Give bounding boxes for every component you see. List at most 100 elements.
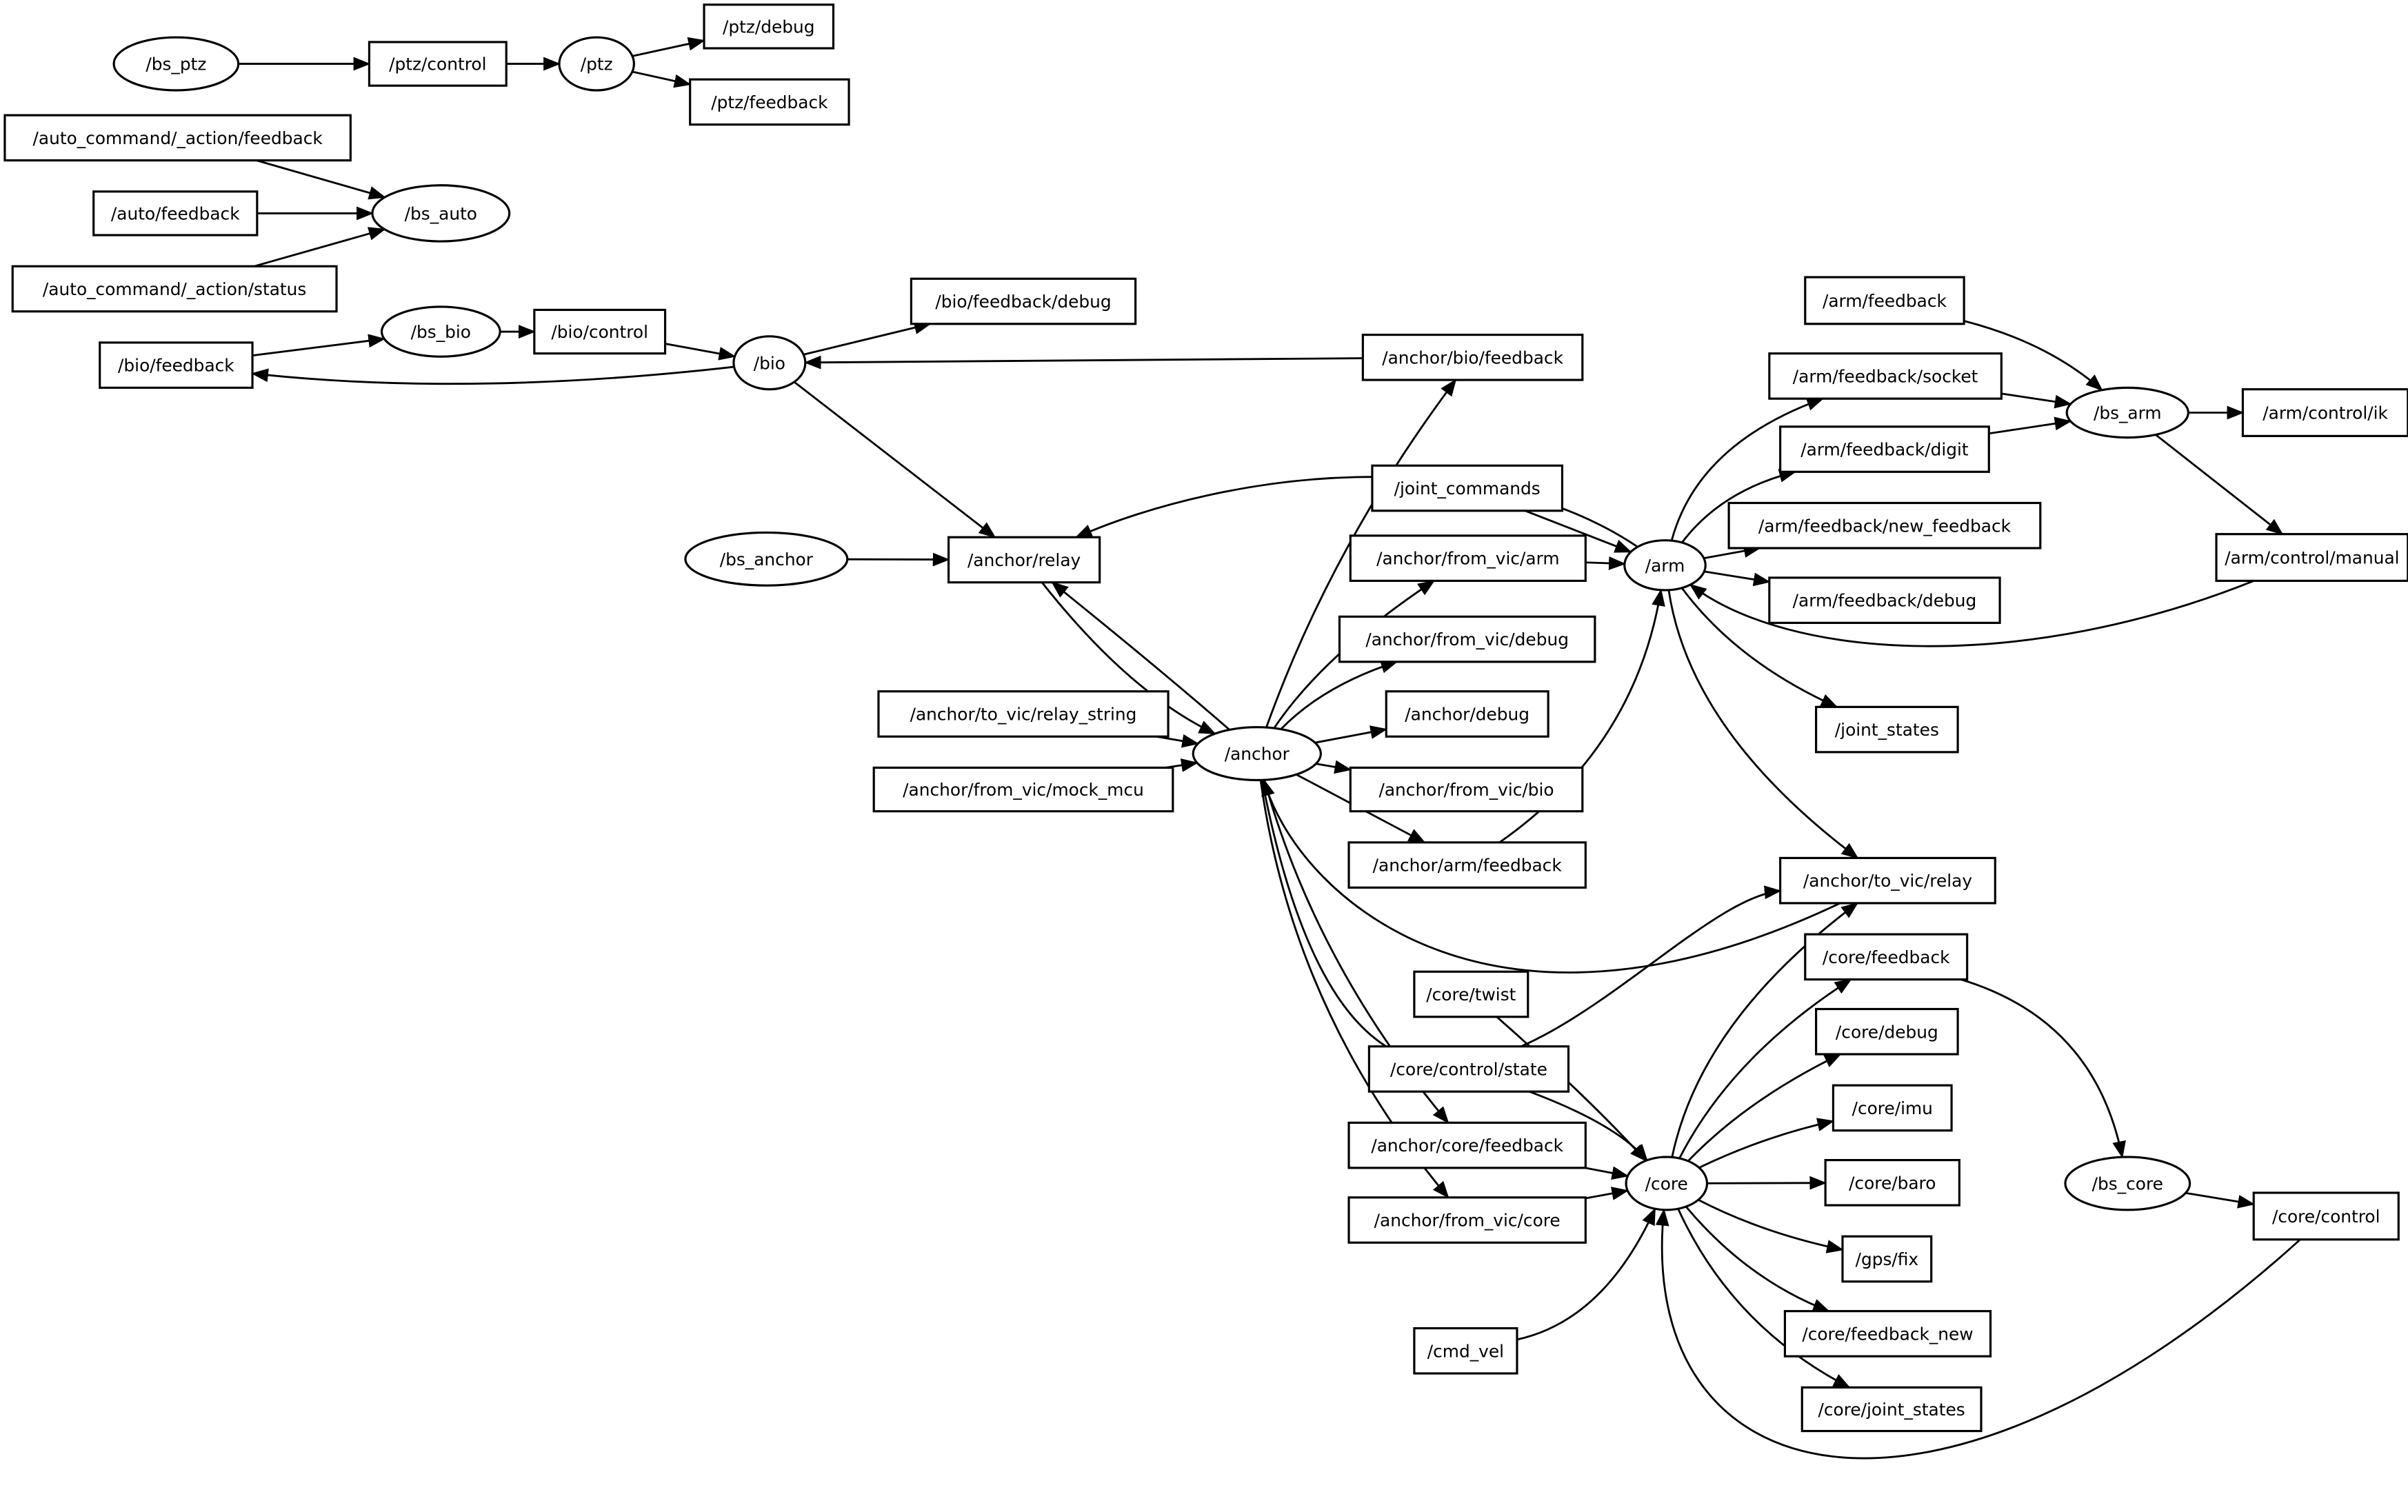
topic-joint-commands: /joint_commands xyxy=(1371,464,1564,512)
topic-label-anchor-to-vic-relay: /anchor/to_vic/relay xyxy=(1803,871,1972,891)
topic-label-anchor-relay: /anchor/relay xyxy=(967,550,1081,570)
topic-ptz-debug: /ptz/debug xyxy=(703,3,835,50)
topic-box-core-feedback-new xyxy=(1783,1310,1992,1358)
topic-label-joint-commands: /joint_commands xyxy=(1394,478,1541,498)
edge-core-to-core-imu xyxy=(1698,1118,1835,1169)
topic-box-anchor-bio-feedback xyxy=(1361,333,1584,381)
edge-arm-feedback-to-bs-arm xyxy=(1963,320,2103,392)
node-bio: /bio xyxy=(732,335,807,391)
node-ptz: /ptz xyxy=(558,36,635,92)
topic-box-anchor-from-vic-debug xyxy=(1338,615,1596,663)
node-label-bs-bio: /bs_bio xyxy=(411,322,471,342)
topic-box-ptz-debug xyxy=(703,3,835,50)
edge-anchor-to-anchor-debug xyxy=(1314,725,1388,744)
topic-box-bio-feedback xyxy=(99,341,254,389)
topic-core-joint-states: /core/joint_states xyxy=(1800,1386,1983,1433)
topic-cmd-vel: /cmd_vel xyxy=(1413,1327,1518,1375)
topic-label-anchor-from-vic-core: /anchor/from_vic/core xyxy=(1374,1211,1561,1231)
node-bs-core: /bs_core xyxy=(2064,1156,2191,1211)
topic-box-core-twist xyxy=(1413,970,1529,1018)
topic-box-gps-fix xyxy=(1841,1235,1933,1283)
topic-label-anchor-bio-feedback: /anchor/bio/feedback xyxy=(1382,347,1563,367)
edge-arm-to-arm-feedback-new-feedback xyxy=(1703,544,1761,560)
topic-label-arm-control-ik: /arm/control/ik xyxy=(2262,403,2388,423)
topic-label-arm-feedback: /arm/feedback xyxy=(1823,291,1947,311)
edge-anchor-relay-to-anchor xyxy=(1041,581,1216,735)
node-label-anchor: /anchor xyxy=(1225,744,1290,764)
edge-core-to-core-feedback xyxy=(1678,978,1852,1159)
edge-anchor-to-vic-relay-to-anchor xyxy=(1261,778,1841,974)
topic-label-auto-command-action-status: /auto_command/_action/status xyxy=(43,279,306,299)
node-ellipse-bs-ptz xyxy=(112,36,240,92)
topic-label-core-feedback: /core/feedback xyxy=(1823,947,1950,967)
node-ellipse-arm xyxy=(1623,539,1707,592)
edge-arm-to-anchor-relay xyxy=(1074,476,1638,548)
edge-anchor-to-anchor-to-vic-relay xyxy=(1261,780,1782,1065)
topic-core-feedback-new: /core/feedback_new xyxy=(1783,1310,1992,1358)
topic-anchor-from-vic-core: /anchor/from_vic/core xyxy=(1347,1196,1587,1244)
topic-anchor-core-feedback: /anchor/core/feedback xyxy=(1347,1121,1587,1169)
topic-box-arm-feedback-digit xyxy=(1779,425,1990,473)
topic-box-anchor-to-vic-relay xyxy=(1779,856,1996,905)
topic-label-ptz-control: /ptz/control xyxy=(389,54,486,74)
topic-box-anchor-from-vic-bio xyxy=(1349,766,1584,813)
topic-label-anchor-from-vic-bio: /anchor/from_vic/bio xyxy=(1378,780,1554,800)
edge-bio-feedback-to-bs-bio xyxy=(252,334,386,357)
node-ellipse-anchor xyxy=(1192,726,1322,782)
topic-arm-feedback: /arm/feedback xyxy=(1804,276,1965,325)
topic-auto-command-action-status: /auto_command/_action/status xyxy=(11,265,338,313)
node-bs-bio: /bs_bio xyxy=(380,305,501,358)
topic-box-arm-feedback-debug xyxy=(1768,576,2001,624)
node-label-bs-ptz: /bs_ptz xyxy=(146,54,206,74)
topic-label-bio-feedback: /bio/feedback xyxy=(118,356,234,376)
topic-box-core-joint-states xyxy=(1800,1386,1983,1433)
topic-box-anchor-core-feedback xyxy=(1347,1121,1587,1169)
topic-box-auto-command-action-feedback xyxy=(3,114,352,162)
edge-anchor-from-vic-core-to-core xyxy=(1585,1187,1629,1200)
topic-label-auto-command-action-feedback: /auto_command/_action/feedback xyxy=(33,128,323,148)
topic-joint-states: /joint_states xyxy=(1815,705,1959,754)
topic-arm-feedback-new-feedback: /arm/feedback/new_feedback xyxy=(1727,501,2042,550)
topic-box-arm-feedback-new-feedback xyxy=(1727,501,2042,550)
topic-bio-control: /bio/control xyxy=(533,308,667,355)
topic-core-control-state: /core/control/state xyxy=(1367,1045,1570,1093)
topic-label-auto-feedback: /auto/feedback xyxy=(111,203,240,223)
node-core: /core xyxy=(1625,1156,1709,1211)
topic-label-arm-feedback-new-feedback: /arm/feedback/new_feedback xyxy=(1758,516,2011,536)
topic-anchor-from-vic-arm: /anchor/from_vic/arm xyxy=(1349,534,1587,583)
topic-box-anchor-arm-feedback xyxy=(1347,841,1587,889)
node-label-bs-anchor: /bs_anchor xyxy=(720,550,814,569)
topic-ptz-control: /ptz/control xyxy=(368,41,508,87)
topic-box-joint-states xyxy=(1815,705,1959,754)
edge-arm-to-arm-feedback-debug xyxy=(1704,570,1771,587)
edge-bio-to-bio-feedback-debug xyxy=(803,321,932,356)
topic-anchor-from-vic-bio: /anchor/from_vic/bio xyxy=(1349,766,1584,813)
topic-box-bio-control xyxy=(533,308,667,355)
edge-core-feedback-to-bs-core xyxy=(1960,978,2126,1159)
topic-box-core-control xyxy=(2252,1191,2400,1241)
topic-label-joint-states: /joint_states xyxy=(1835,720,1939,740)
topic-box-core-debug xyxy=(1815,1007,1959,1056)
topic-box-core-feedback xyxy=(1804,933,1969,981)
node-label-bs-auto: /bs_auto xyxy=(405,203,477,223)
topic-box-core-baro xyxy=(1824,1158,1960,1207)
topic-label-arm-feedback-digit: /arm/feedback/digit xyxy=(1800,440,1969,460)
topic-core-feedback: /core/feedback xyxy=(1804,933,1969,981)
topic-arm-feedback-socket: /arm/feedback/socket xyxy=(1768,352,2003,400)
node-ellipse-core xyxy=(1625,1156,1709,1211)
edge-core-to-core-joint-states xyxy=(1677,1208,1851,1389)
edge-bs-core-to-core-control xyxy=(2185,1191,2256,1209)
node-label-bs-arm: /bs_arm xyxy=(2094,403,2162,423)
topic-box-cmd-vel xyxy=(1413,1327,1518,1375)
edge-anchor-to-anchor-relay xyxy=(1051,581,1230,731)
topic-label-anchor-from-vic-arm: /anchor/from_vic/arm xyxy=(1376,549,1559,569)
topic-label-anchor-from-vic-mock-mcu: /anchor/from_vic/mock_mcu xyxy=(903,780,1144,800)
topic-label-core-imu: /core/imu xyxy=(1852,1098,1933,1118)
topic-arm-feedback-digit: /arm/feedback/digit xyxy=(1779,425,1990,473)
edge-anchor-from-vic-arm-to-arm xyxy=(1585,556,1626,570)
edge-bio-to-bio-feedback xyxy=(251,365,734,385)
topic-box-core-imu xyxy=(1832,1084,1953,1132)
topic-label-core-joint-states: /core/joint_states xyxy=(1818,1400,1965,1420)
topic-arm-control-manual: /arm/control/manual xyxy=(2215,533,2408,583)
